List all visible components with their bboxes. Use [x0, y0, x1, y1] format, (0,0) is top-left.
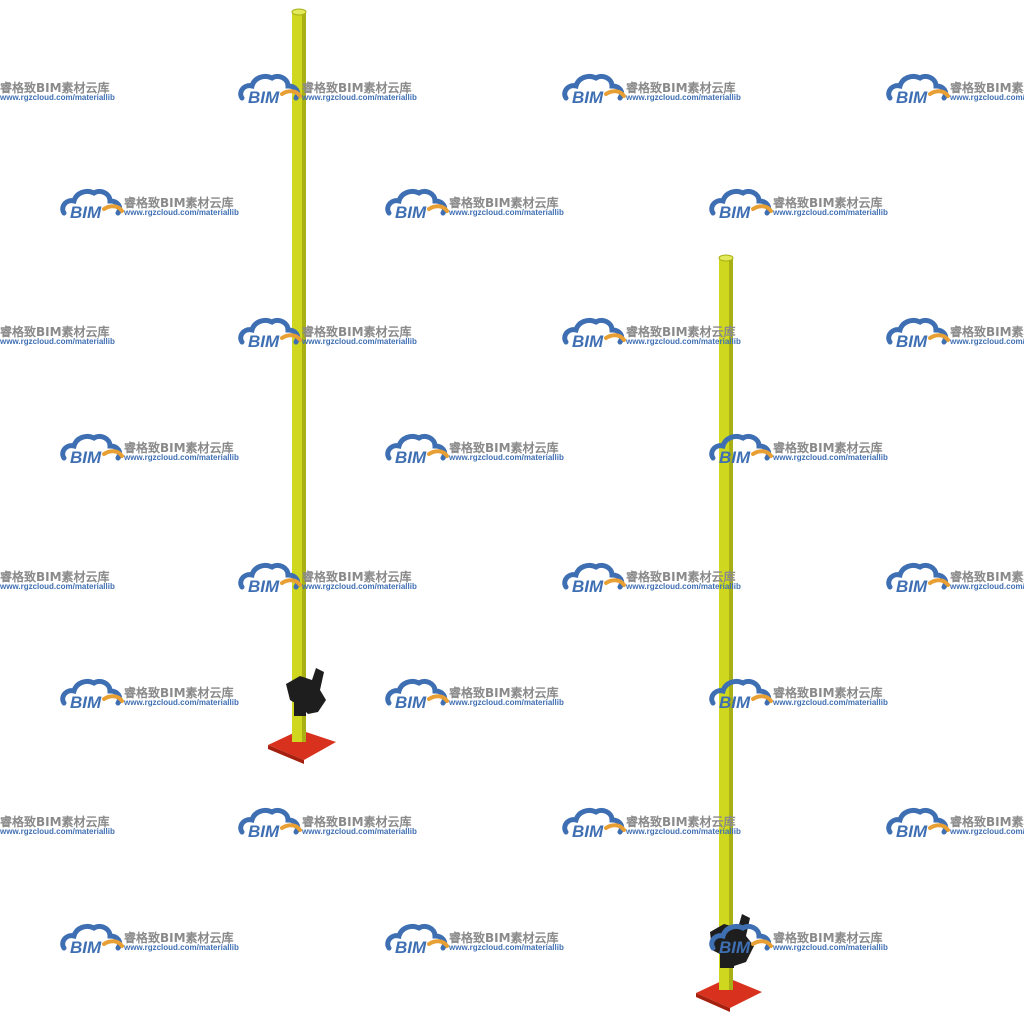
- pole-shaft-shade: [302, 12, 306, 742]
- base-plate: [696, 978, 762, 1008]
- pole-top: [718, 254, 734, 262]
- base-plate: [268, 730, 336, 760]
- base-plate-edge: [268, 745, 304, 764]
- base-plate-edge: [696, 993, 730, 1012]
- clamp: [286, 668, 326, 716]
- pole-shaft-shade: [729, 258, 733, 990]
- pole-left: [268, 8, 336, 764]
- pole-right: [696, 254, 762, 1012]
- pole-top: [291, 8, 307, 16]
